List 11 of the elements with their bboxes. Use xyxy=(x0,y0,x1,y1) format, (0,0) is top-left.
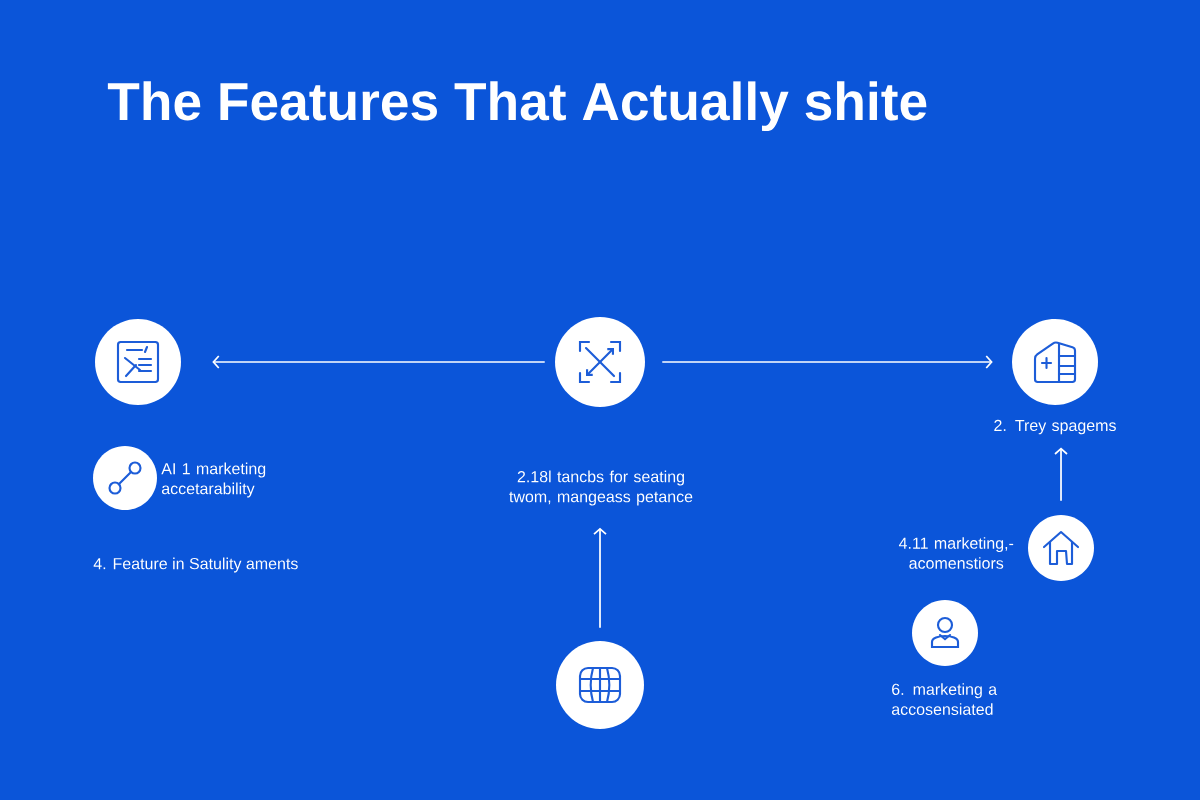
arrow xyxy=(593,527,607,629)
arrow xyxy=(661,355,993,369)
note-text: 4. Feature in Satulity aments xyxy=(93,557,298,573)
node-caption: 6. marketing a accosensiated xyxy=(891,683,998,715)
node-caption: 4.11 marketing,- acomenstiors xyxy=(898,537,1014,569)
arrow xyxy=(1054,447,1068,502)
node-caption: AI 1 marketing accetarability xyxy=(161,462,266,498)
feature-text: 2.18l tancbs for seating twom, mangeass petance xyxy=(509,470,693,506)
title: The Features That Actually shite xyxy=(107,81,927,132)
arrow xyxy=(212,355,546,369)
feature-text: 2. Trey spagems xyxy=(994,419,1116,435)
